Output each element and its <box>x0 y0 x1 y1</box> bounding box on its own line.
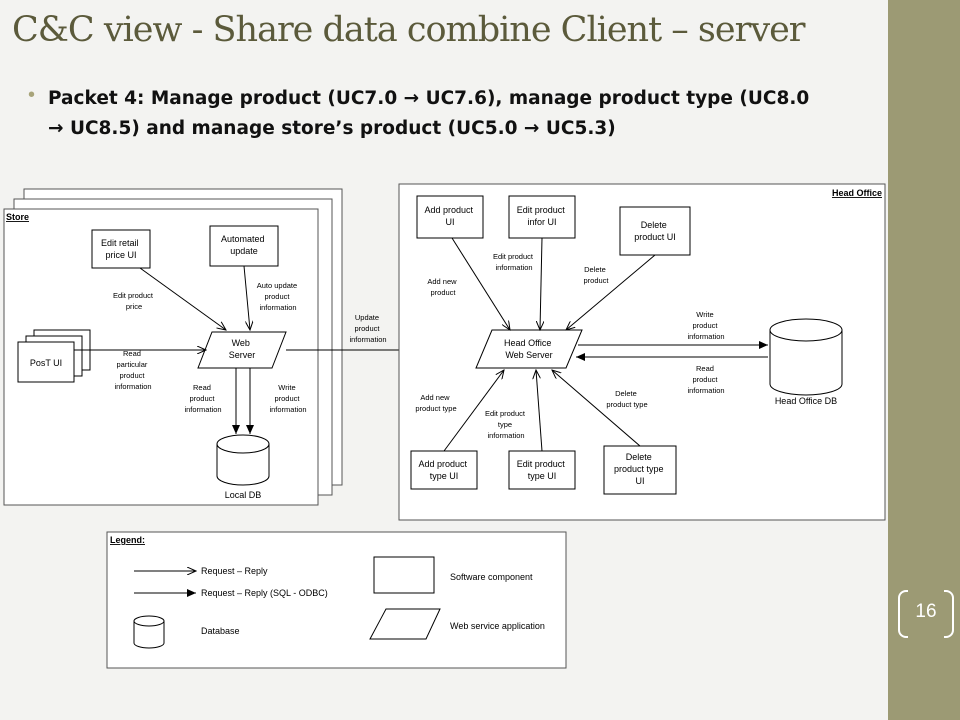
head-office-db-label: Head Office DB <box>775 396 837 406</box>
edit-product-type-ui-label: Edit product type UI <box>517 459 568 481</box>
slide-sidebar <box>888 0 960 720</box>
arrow-add-product <box>451 237 510 330</box>
head-office-web-server-label: Head Office Web Server <box>504 338 554 360</box>
edit-retail-price-ui-label: Edit retail price UI <box>101 238 141 260</box>
legend-software-component-icon <box>373 556 435 594</box>
read-particular-label: Read particular product information <box>114 349 151 391</box>
local-db-icon <box>216 444 270 486</box>
add-new-product-type-label: Add new product type <box>415 393 456 413</box>
automated-update-box <box>209 225 279 267</box>
write-product-info-label: Write product information <box>269 383 306 414</box>
bullet-text: Packet 4: Manage product (UC7.0 → UC7.6)… <box>48 88 810 139</box>
legend-web-service-icon <box>369 608 441 640</box>
legend-request-reply-sql-label: Request – Reply (SQL - ODBC) <box>201 588 328 598</box>
auto-update-info-label: Auto update product information <box>257 281 300 312</box>
arrow-auto-update <box>243 265 250 330</box>
head-office-label: Head Office <box>832 188 882 198</box>
edit-product-information-label: Edit product information <box>493 252 535 272</box>
arrow-edit-product-type <box>536 370 543 452</box>
arrow-delete-product <box>566 254 656 330</box>
delete-product-type-ui-label: Delete product type UI <box>614 452 666 486</box>
page-number-bracket-right <box>944 590 954 638</box>
arrow-add-product-type <box>443 370 504 452</box>
add-new-product-label: Add new product <box>427 277 458 297</box>
automated-update-label: Automated update <box>221 234 267 256</box>
add-product-ui-label: Add product UI <box>424 205 475 227</box>
arrow-edit-price <box>139 267 226 330</box>
read-product-info-label: Read product information <box>184 383 221 414</box>
legend-software-component-label: Software component <box>450 572 533 582</box>
post-ui-box <box>17 341 75 383</box>
edit-product-infor-ui-label: Edit product infor UI <box>517 205 568 227</box>
edit-retail-price-ui-box <box>91 229 151 269</box>
edit-product-price-label: Edit product price <box>113 291 155 311</box>
post-ui-label: PosT UI <box>30 358 62 368</box>
store-web-server-label: Web Server <box>229 338 256 360</box>
add-product-type-ui-label: Add product type UI <box>418 459 469 481</box>
bullet-icon: • <box>28 84 36 106</box>
local-db-label: Local DB <box>225 490 262 500</box>
delete-product-type-label: Delete product type <box>606 389 647 409</box>
add-product-type-ui-box <box>410 450 478 490</box>
slide-title: C&C view - Share data combine Client – s… <box>12 10 806 50</box>
edit-product-type-information-label: Edit product type information <box>485 409 527 440</box>
delete-product-ui-box <box>619 206 691 256</box>
legend-title: Legend: <box>110 535 145 545</box>
page-number: 16 <box>915 601 937 622</box>
store-web-server-box <box>197 331 287 369</box>
delete-product-ui-label: Delete product UI <box>634 220 676 242</box>
edit-product-infor-ui-box <box>508 195 576 239</box>
legend-database-label: Database <box>201 626 240 636</box>
delete-product-label: Delete product <box>583 265 609 285</box>
edit-product-type-ui-box <box>508 450 576 490</box>
head-office-db-icon <box>769 330 843 396</box>
legend-web-service-label: Web service application <box>450 621 545 631</box>
legend-request-reply-label: Request – Reply <box>201 566 268 576</box>
legend-panel <box>106 531 567 669</box>
update-product-info-label: Update product information <box>349 313 386 344</box>
write-product-information-label: Write product information <box>687 310 724 341</box>
legend-database-icon <box>133 621 165 649</box>
delete-product-type-ui-box <box>603 445 677 495</box>
arrow-edit-product <box>540 237 542 330</box>
store-label: Store <box>6 212 29 222</box>
head-office-web-server-box <box>475 329 583 369</box>
arrow-delete-product-type <box>552 370 641 447</box>
page-number-bracket-left <box>898 590 908 638</box>
architecture-diagram: Store Edit retail price UI Automated upd… <box>3 183 886 669</box>
read-product-information-label: Read product information <box>687 364 724 395</box>
add-product-ui-box <box>416 195 484 239</box>
